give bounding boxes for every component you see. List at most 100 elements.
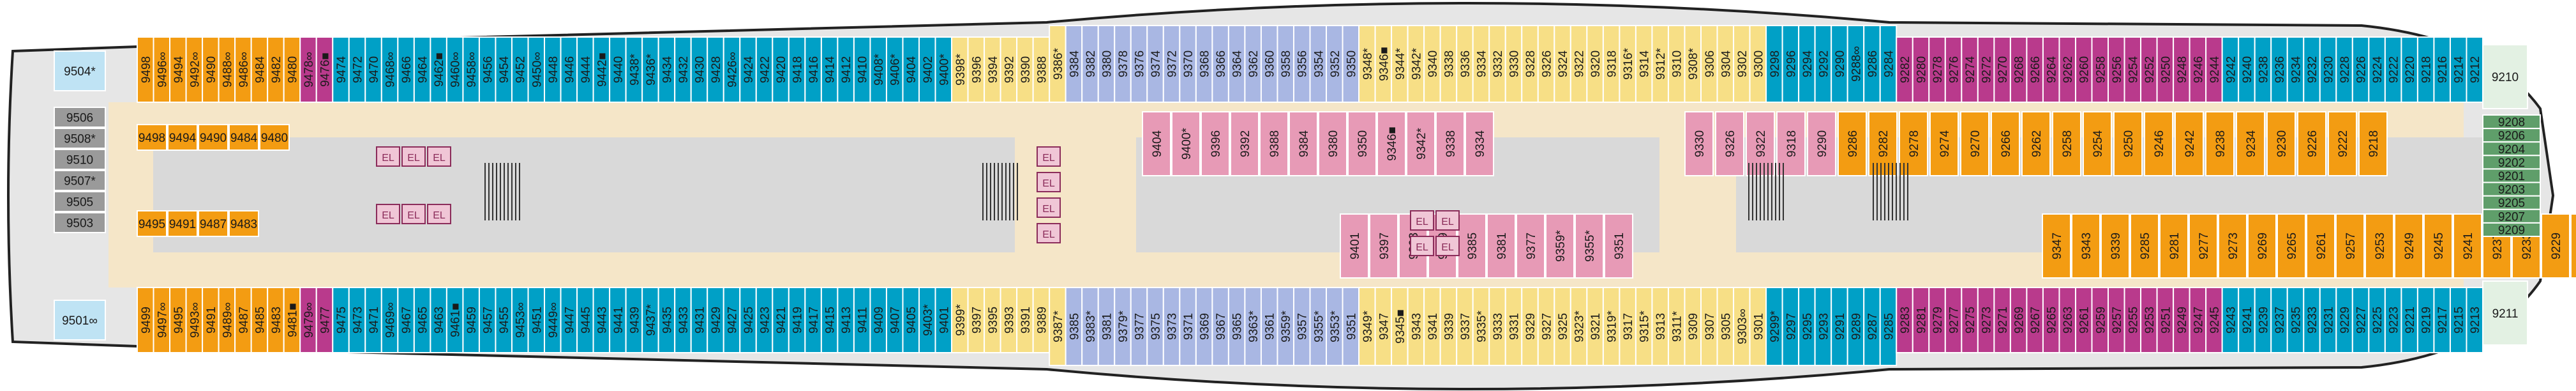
cabin-bottom[interactable]: 9333: [1488, 287, 1506, 366]
cabin-bottom[interactable]: 9213: [2466, 287, 2484, 353]
cabin-top[interactable]: 9238: [2254, 36, 2272, 103]
cabin-bottom[interactable]: 9405: [902, 287, 920, 353]
cabin-bottom[interactable]: 9435: [657, 287, 676, 353]
cabin-bottom[interactable]: 9319*: [1602, 287, 1621, 366]
cabin-top[interactable]: 9410: [853, 36, 871, 103]
cabin-inner-top[interactable]: 9330: [1684, 111, 1714, 176]
cabin-top[interactable]: 9408*: [869, 36, 887, 103]
cabin-bottom[interactable]: 9463: [430, 287, 447, 353]
cabin-top[interactable]: 9392: [1000, 36, 1018, 103]
cabin-top[interactable]: 9318: [1602, 25, 1621, 103]
cabin-top[interactable]: 9454: [495, 36, 513, 103]
cabin-top[interactable]: 9268: [2009, 36, 2028, 103]
cabin-inner-top[interactable]: 9258: [2052, 111, 2081, 176]
cabin-top[interactable]: 9310: [1667, 25, 1686, 103]
cabin-bottom[interactable]: 9357: [1292, 287, 1311, 366]
cabin-bottom[interactable]: 9443: [592, 287, 611, 353]
cabin-bottom[interactable]: 9237: [2270, 287, 2288, 353]
cabin-top[interactable]: 9282: [1896, 36, 1913, 103]
cabin-inner-bottom[interactable]: 9385: [1457, 213, 1486, 279]
cabin-bottom[interactable]: 9249: [2173, 287, 2190, 353]
cabin-top[interactable]: 9292: [1814, 25, 1832, 103]
cabin-top[interactable]: 9478∞: [299, 36, 317, 103]
cabin-top[interactable]: 9378: [1114, 25, 1132, 103]
cabin-top[interactable]: 9214: [2449, 36, 2467, 103]
cabin-inner-bottom[interactable]: 9269: [2247, 213, 2277, 279]
cabin-bottom[interactable]: 9263: [2058, 287, 2076, 353]
cabin-top[interactable]: 9226: [2351, 36, 2370, 103]
cabin-bottom[interactable]: 9223: [2384, 287, 2402, 353]
cabin-bottom[interactable]: 9491: [202, 287, 220, 353]
cabin-top[interactable]: 9304: [1716, 25, 1735, 103]
cabin-inner-top[interactable]: 9218: [2358, 111, 2388, 176]
cabin-bottom[interactable]: 9361: [1260, 287, 1278, 366]
cabin-inner-bottom[interactable]: 9351: [1604, 213, 1633, 279]
cabin-bottom[interactable]: 9353*: [1326, 287, 1344, 366]
cabin-inner-bottom[interactable]: 9253: [2365, 213, 2394, 279]
cabin-top[interactable]: 9464: [413, 36, 431, 103]
cabin-bottom[interactable]: 9257: [2108, 287, 2125, 353]
cabin-bottom[interactable]: 9477: [315, 287, 334, 353]
cabin-bottom[interactable]: 9347: [1374, 287, 1393, 366]
cabin-inner-bottom[interactable]: 9285: [2130, 213, 2159, 279]
cabin-bottom[interactable]: 9473: [348, 287, 366, 353]
cabin-bottom[interactable]: 9327: [1537, 287, 1555, 366]
cabin-bottom[interactable]: 9235: [2286, 287, 2305, 353]
cabin-top[interactable]: 9412: [837, 36, 855, 103]
cabin-top[interactable]: 9342*: [1407, 25, 1425, 103]
cabin-bottom[interactable]: 9343: [1407, 287, 1425, 366]
cabin-bottom[interactable]: 9215: [2449, 287, 2467, 353]
cabin-top[interactable]: 9218: [2416, 36, 2435, 103]
cabin-top[interactable]: 9438*: [625, 36, 643, 103]
cabin-inner-bottom[interactable]: 9245: [2423, 213, 2453, 279]
cabin-top[interactable]: 9294: [1798, 25, 1816, 103]
cabin-bottom[interactable]: 9365: [1227, 287, 1246, 366]
cabin-top[interactable]: 9336: [1456, 25, 1474, 103]
cabin-bottom[interactable]: 9481■: [283, 287, 301, 353]
cabin-inner-top[interactable]: 9274: [1929, 111, 1959, 176]
cabin-top[interactable]: 9446: [560, 36, 578, 103]
cabin-bottom[interactable]: 9391: [1016, 287, 1034, 353]
cabin-bottom[interactable]: 9411: [853, 287, 871, 353]
cabin-top[interactable]: 9420: [772, 36, 790, 103]
cabin-bottom[interactable]: 9437*: [641, 287, 659, 353]
cabin-top[interactable]: 9462■: [430, 36, 447, 103]
cabin-inner-top[interactable]: 9290: [1807, 111, 1836, 176]
cabin-inner-top[interactable]: 9250: [2113, 111, 2143, 176]
cabin-top[interactable]: 9498: [137, 36, 154, 103]
cabin-top[interactable]: 9460∞: [446, 36, 464, 103]
cabin-bottom[interactable]: 9287: [1863, 287, 1881, 366]
cabin-top[interactable]: 9236: [2270, 36, 2288, 103]
cabin-top[interactable]: 9348*: [1358, 25, 1376, 103]
cabin-bottom[interactable]: 9487: [234, 287, 252, 353]
cabin-bottom[interactable]: 9465: [413, 287, 431, 353]
cabin-bottom[interactable]: 9421: [772, 287, 790, 353]
cabin-top[interactable]: 9332: [1488, 25, 1506, 103]
cabin-inner-top[interactable]: 9226: [2297, 111, 2326, 176]
cabin-bottom[interactable]: 9245: [2205, 287, 2223, 353]
cabin-inner-bottom[interactable]: 9229: [2541, 213, 2570, 279]
cabin-top[interactable]: 9372: [1162, 25, 1181, 103]
cabin-bottom[interactable]: 9323*: [1569, 287, 1588, 366]
cabin-top[interactable]: 9222: [2384, 36, 2402, 103]
cabin-top[interactable]: 9376: [1130, 25, 1148, 103]
cabin-bottom[interactable]: 9301: [1749, 287, 1767, 366]
cabin-inner-top[interactable]: 9318: [1776, 111, 1806, 176]
cabin-bottom[interactable]: 9233: [2303, 287, 2321, 353]
cabin-bottom[interactable]: 9471: [364, 287, 382, 353]
cabin-bottom[interactable]: 9351: [1342, 287, 1360, 366]
cabin-bottom[interactable]: 9271: [1993, 287, 2011, 353]
cabin-bottom[interactable]: 9427: [723, 287, 741, 353]
cabin-top[interactable]: 9470: [364, 36, 382, 103]
cabin-top[interactable]: 9368: [1195, 25, 1213, 103]
cabin-top[interactable]: 9286: [1863, 25, 1881, 103]
cabin-bottom[interactable]: 9483: [267, 287, 285, 353]
cabin-top[interactable]: 9406*: [885, 36, 904, 103]
cabin-fore[interactable]: 9211: [2482, 280, 2528, 346]
cabin-top[interactable]: 9270: [1993, 36, 2011, 103]
cabin-bottom[interactable]: 9221: [2400, 287, 2418, 353]
cabin-top[interactable]: 9340: [1423, 25, 1441, 103]
cabin-top[interactable]: 9466: [397, 36, 415, 103]
cabin-bottom[interactable]: 9273: [1977, 287, 1995, 353]
cabin-bottom[interactable]: 9455: [495, 287, 513, 353]
